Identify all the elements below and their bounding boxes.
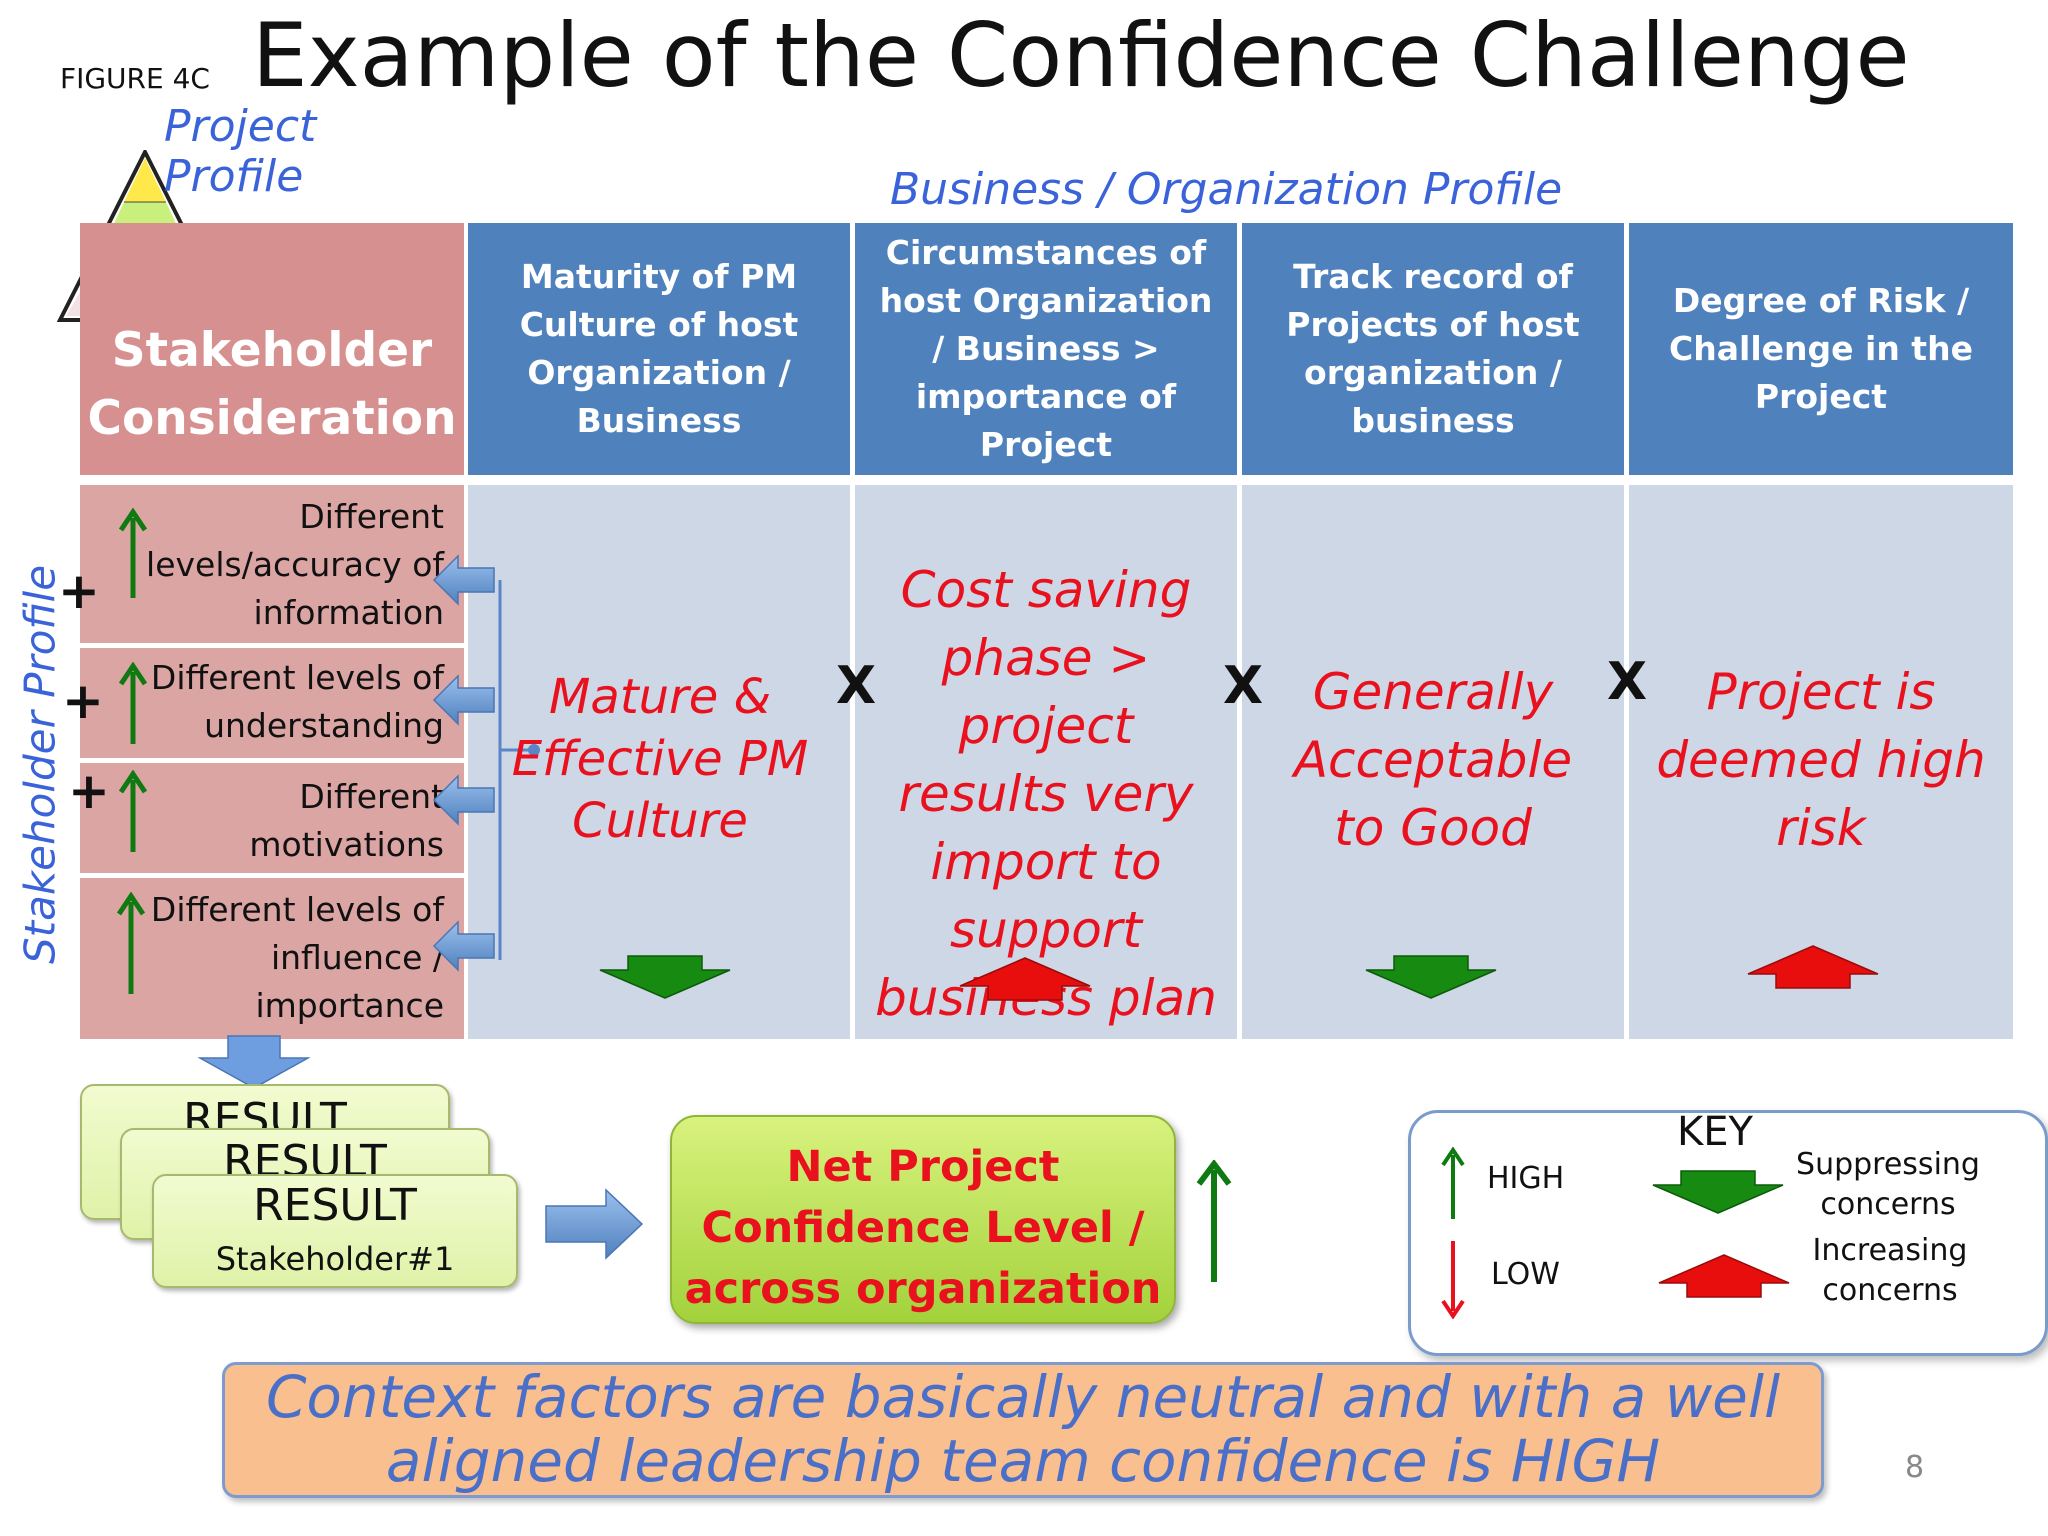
plus-sign: + xyxy=(58,562,100,620)
suppressing-arrow-icon xyxy=(1365,955,1497,999)
high-arrow-icon xyxy=(116,892,146,994)
header-col-4: Degree of Risk / Challenge in the Projec… xyxy=(1629,223,2013,475)
cell-text-2: Cost saving phase > project results very… xyxy=(875,561,1217,1027)
key-title: KEY xyxy=(1677,1109,1753,1155)
result-stakeholder-label: Stakeholder#1 xyxy=(215,1240,455,1278)
stakeholder-row-label: Different levels of understanding xyxy=(150,658,444,745)
increasing-arrow-icon xyxy=(1658,1254,1790,1298)
net-confidence-text: Net Project Confidence Level / across or… xyxy=(684,1142,1162,1314)
net-confidence-box: Net Project Confidence Level / across or… xyxy=(670,1115,1176,1324)
high-arrow-icon xyxy=(1441,1147,1465,1219)
result-label: RESULT xyxy=(253,1180,417,1231)
increasing-arrow-icon xyxy=(1747,945,1879,989)
cell-text-3: Generally Acceptable to Good xyxy=(1293,663,1573,857)
stakeholder-row-label: Different levels of influence / importan… xyxy=(150,890,444,1025)
context-text: Context factors are basically neutral an… xyxy=(265,1363,1781,1495)
key-suppressing-label: Suppressing concerns xyxy=(1796,1147,1980,1222)
key-low-label: LOW xyxy=(1491,1257,1560,1292)
stakeholder-consideration-header: Stakeholder Consideration xyxy=(80,223,464,475)
high-arrow-icon xyxy=(1196,1160,1232,1282)
header-col-1: Maturity of PM Culture of host Organizat… xyxy=(468,223,850,475)
body-cell-4 xyxy=(1629,485,2013,1039)
high-arrow-icon xyxy=(118,508,148,598)
stakeholder-row-label: Different motivations xyxy=(249,777,444,864)
plus-sign: + xyxy=(62,672,104,730)
down-arrow-icon xyxy=(198,1035,310,1089)
header-col-3: Track record of Projects of host organiz… xyxy=(1242,223,1624,475)
bracket-connector xyxy=(432,554,540,972)
body-cell-2 xyxy=(855,485,1237,1039)
multiply-operator: X xyxy=(1607,652,1648,712)
business-profile-label: Business / Organization Profile xyxy=(890,164,1563,215)
suppressing-arrow-icon xyxy=(1652,1170,1784,1214)
right-arrow-icon xyxy=(545,1188,644,1260)
page-title: Example of the Confidence Challenge xyxy=(252,4,1910,107)
stakeholder-row: Different levels/accuracy of information xyxy=(80,485,464,643)
result-card: RESULT Stakeholder#1 xyxy=(152,1174,518,1288)
project-profile-label: Project Profile xyxy=(164,101,317,202)
body-cell-1 xyxy=(468,485,850,1039)
low-arrow-icon xyxy=(1441,1241,1465,1319)
increasing-arrow-icon xyxy=(959,957,1091,1001)
cell-text-4: Project is deemed high risk xyxy=(1656,663,1986,857)
page-number: 8 xyxy=(1905,1450,1925,1485)
stakeholder-row: Different levels of influence / importan… xyxy=(80,878,464,1039)
stakeholder-row: Different motivations xyxy=(80,763,464,873)
figure-label: FIGURE 4C xyxy=(60,62,210,95)
multiply-operator: X xyxy=(1223,656,1264,716)
multiply-operator: X xyxy=(836,656,877,716)
high-arrow-icon xyxy=(118,770,148,852)
plus-sign: + xyxy=(68,762,110,820)
stakeholder-row: Different levels of understanding xyxy=(80,648,464,758)
context-banner: Context factors are basically neutral an… xyxy=(222,1362,1824,1498)
cell-text-1: Mature & Effective PM Culture xyxy=(511,669,809,849)
high-arrow-icon xyxy=(118,662,148,744)
body-cell-3 xyxy=(1242,485,1624,1039)
suppressing-arrow-icon xyxy=(599,955,731,999)
key-increasing-label: Increasing concerns xyxy=(1812,1233,1968,1308)
header-col-2: Circumstances of host Organization / Bus… xyxy=(855,223,1237,475)
key-high-label: HIGH xyxy=(1487,1161,1565,1196)
stakeholder-row-label: Different levels/accuracy of information xyxy=(146,497,444,632)
key-legend: KEY HIGH LOW Suppressing concerns Increa… xyxy=(1408,1109,2048,1356)
